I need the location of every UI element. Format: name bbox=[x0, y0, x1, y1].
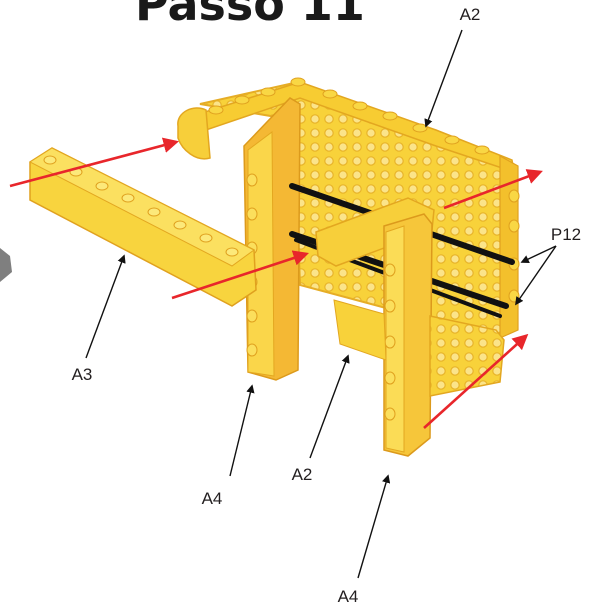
black-arrow-icon bbox=[86, 256, 124, 358]
black-arrow-icon bbox=[426, 30, 462, 126]
black-arrow-icon bbox=[310, 356, 348, 458]
label-a3: A3 bbox=[72, 365, 93, 384]
part-a4-left-post bbox=[244, 98, 300, 380]
label-a2-bottom: A2 bbox=[292, 465, 313, 484]
step-title: Passo 11 bbox=[135, 0, 365, 31]
label-a4-left: A4 bbox=[202, 489, 223, 508]
black-arrow-icon bbox=[358, 476, 388, 578]
label-a2-top: A2 bbox=[460, 5, 481, 24]
label-p12: P12 bbox=[551, 225, 581, 244]
cropped-part-edge bbox=[0, 248, 12, 282]
black-arrow-icon bbox=[230, 386, 252, 476]
label-a4-bottom: A4 bbox=[338, 587, 359, 606]
